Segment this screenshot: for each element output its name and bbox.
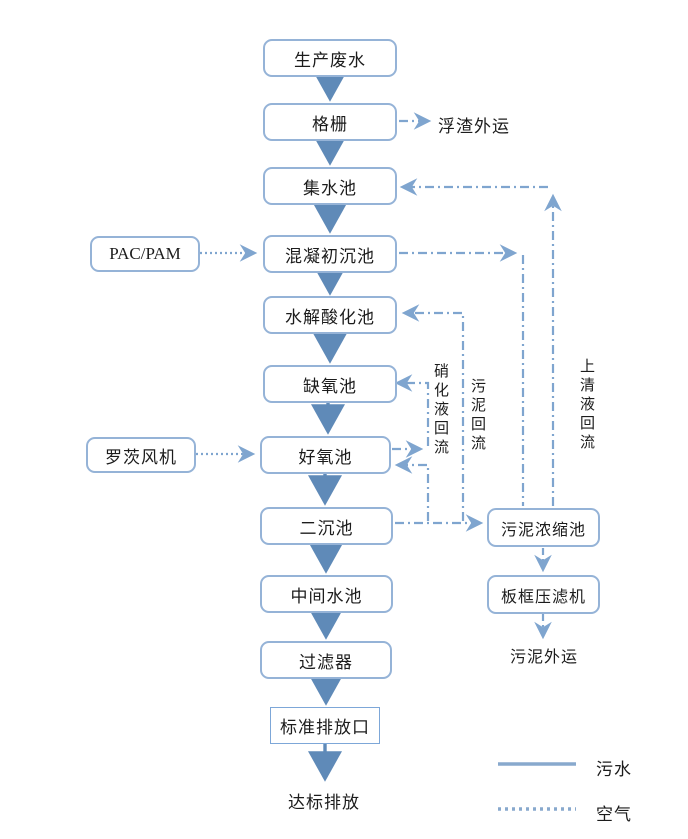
text-discharge: 达标排放 xyxy=(288,793,360,812)
node-screen-label: 格栅 xyxy=(312,114,348,134)
reflux-lines xyxy=(392,112,562,532)
node-collecting-label: 集水池 xyxy=(303,178,357,198)
node-pac-pam: PAC/PAM xyxy=(90,236,200,272)
dosing-arrows xyxy=(196,244,258,463)
node-roots-blower: 罗茨风机 xyxy=(86,437,196,473)
node-secondary-sedimentation: 二沉池 xyxy=(260,507,393,545)
node-hydrolysis-tank: 水解酸化池 xyxy=(263,296,397,334)
label-supernatant-reflux: 上清液回流 xyxy=(578,358,594,453)
label-sludge-reflux: 污泥回流 xyxy=(469,378,485,454)
node-coagulation-label: 混凝初沉池 xyxy=(285,246,375,266)
node-intermediate-tank: 中间水池 xyxy=(260,575,393,613)
node-sludge-thickener: 污泥浓缩池 xyxy=(487,508,600,547)
node-hydrolysis-label: 水解酸化池 xyxy=(285,307,375,327)
node-blower-label: 罗茨风机 xyxy=(105,447,177,467)
node-filter-label: 过滤器 xyxy=(299,652,353,672)
node-secondary-label: 二沉池 xyxy=(299,518,354,538)
node-aerobic-tank: 好氧池 xyxy=(260,436,391,474)
node-collecting-tank: 集水池 xyxy=(263,167,397,205)
node-production-wastewater: 生产废水 xyxy=(263,39,397,77)
line-sludge-return-aerobic xyxy=(394,456,430,521)
legend-lines xyxy=(498,762,576,811)
node-filter-press: 板框压滤机 xyxy=(487,575,600,614)
line-nitrified-into-anoxic xyxy=(394,374,430,446)
node-production-label: 生产废水 xyxy=(294,50,366,70)
node-pac-label: PAC/PAM xyxy=(109,244,181,263)
label-nitrified-reflux: 硝化液回流 xyxy=(432,363,448,458)
node-outlet-label: 标准排放口 xyxy=(280,718,370,737)
node-press-label: 板框压滤机 xyxy=(500,588,586,606)
node-intermediate-label: 中间水池 xyxy=(290,586,363,606)
main-flow-arrows xyxy=(308,71,347,782)
node-anoxic-tank: 缺氧池 xyxy=(263,365,397,403)
node-anoxic-label: 缺氧池 xyxy=(303,376,357,396)
node-filter: 过滤器 xyxy=(260,641,392,679)
node-aerobic-label: 好氧池 xyxy=(298,447,353,467)
node-coagulation-tank: 混凝初沉池 xyxy=(263,235,397,273)
text-sludge-out: 污泥外运 xyxy=(510,649,579,666)
legend-sewage-label: 污水 xyxy=(596,760,632,779)
node-screen: 格栅 xyxy=(263,103,397,141)
text-scum-out: 浮渣外运 xyxy=(438,117,510,136)
node-standard-outlet: 标准排放口 xyxy=(270,707,380,744)
node-thickener-label: 污泥浓缩池 xyxy=(500,521,586,539)
legend-air-label: 空气 xyxy=(596,805,632,824)
